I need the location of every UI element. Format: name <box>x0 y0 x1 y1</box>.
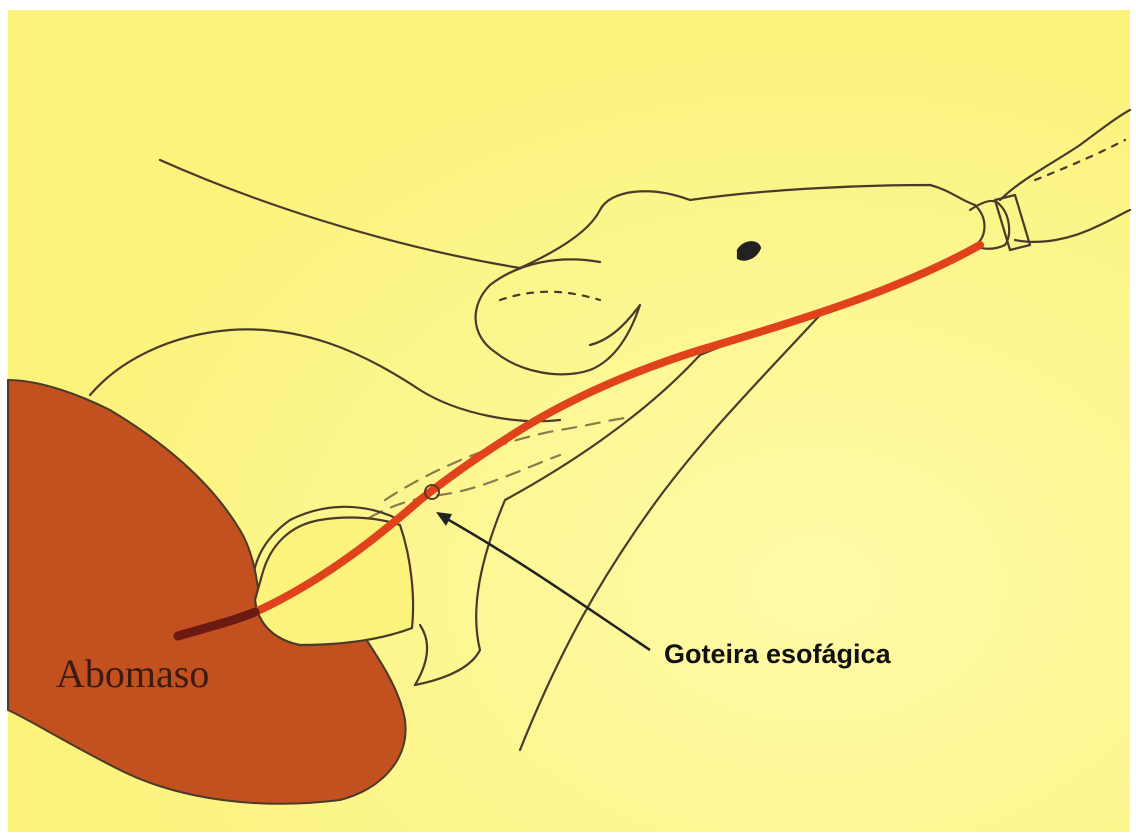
abomasum-label: Abomaso <box>56 651 209 696</box>
esophageal-groove-label: Goteira esofágica <box>664 639 892 669</box>
